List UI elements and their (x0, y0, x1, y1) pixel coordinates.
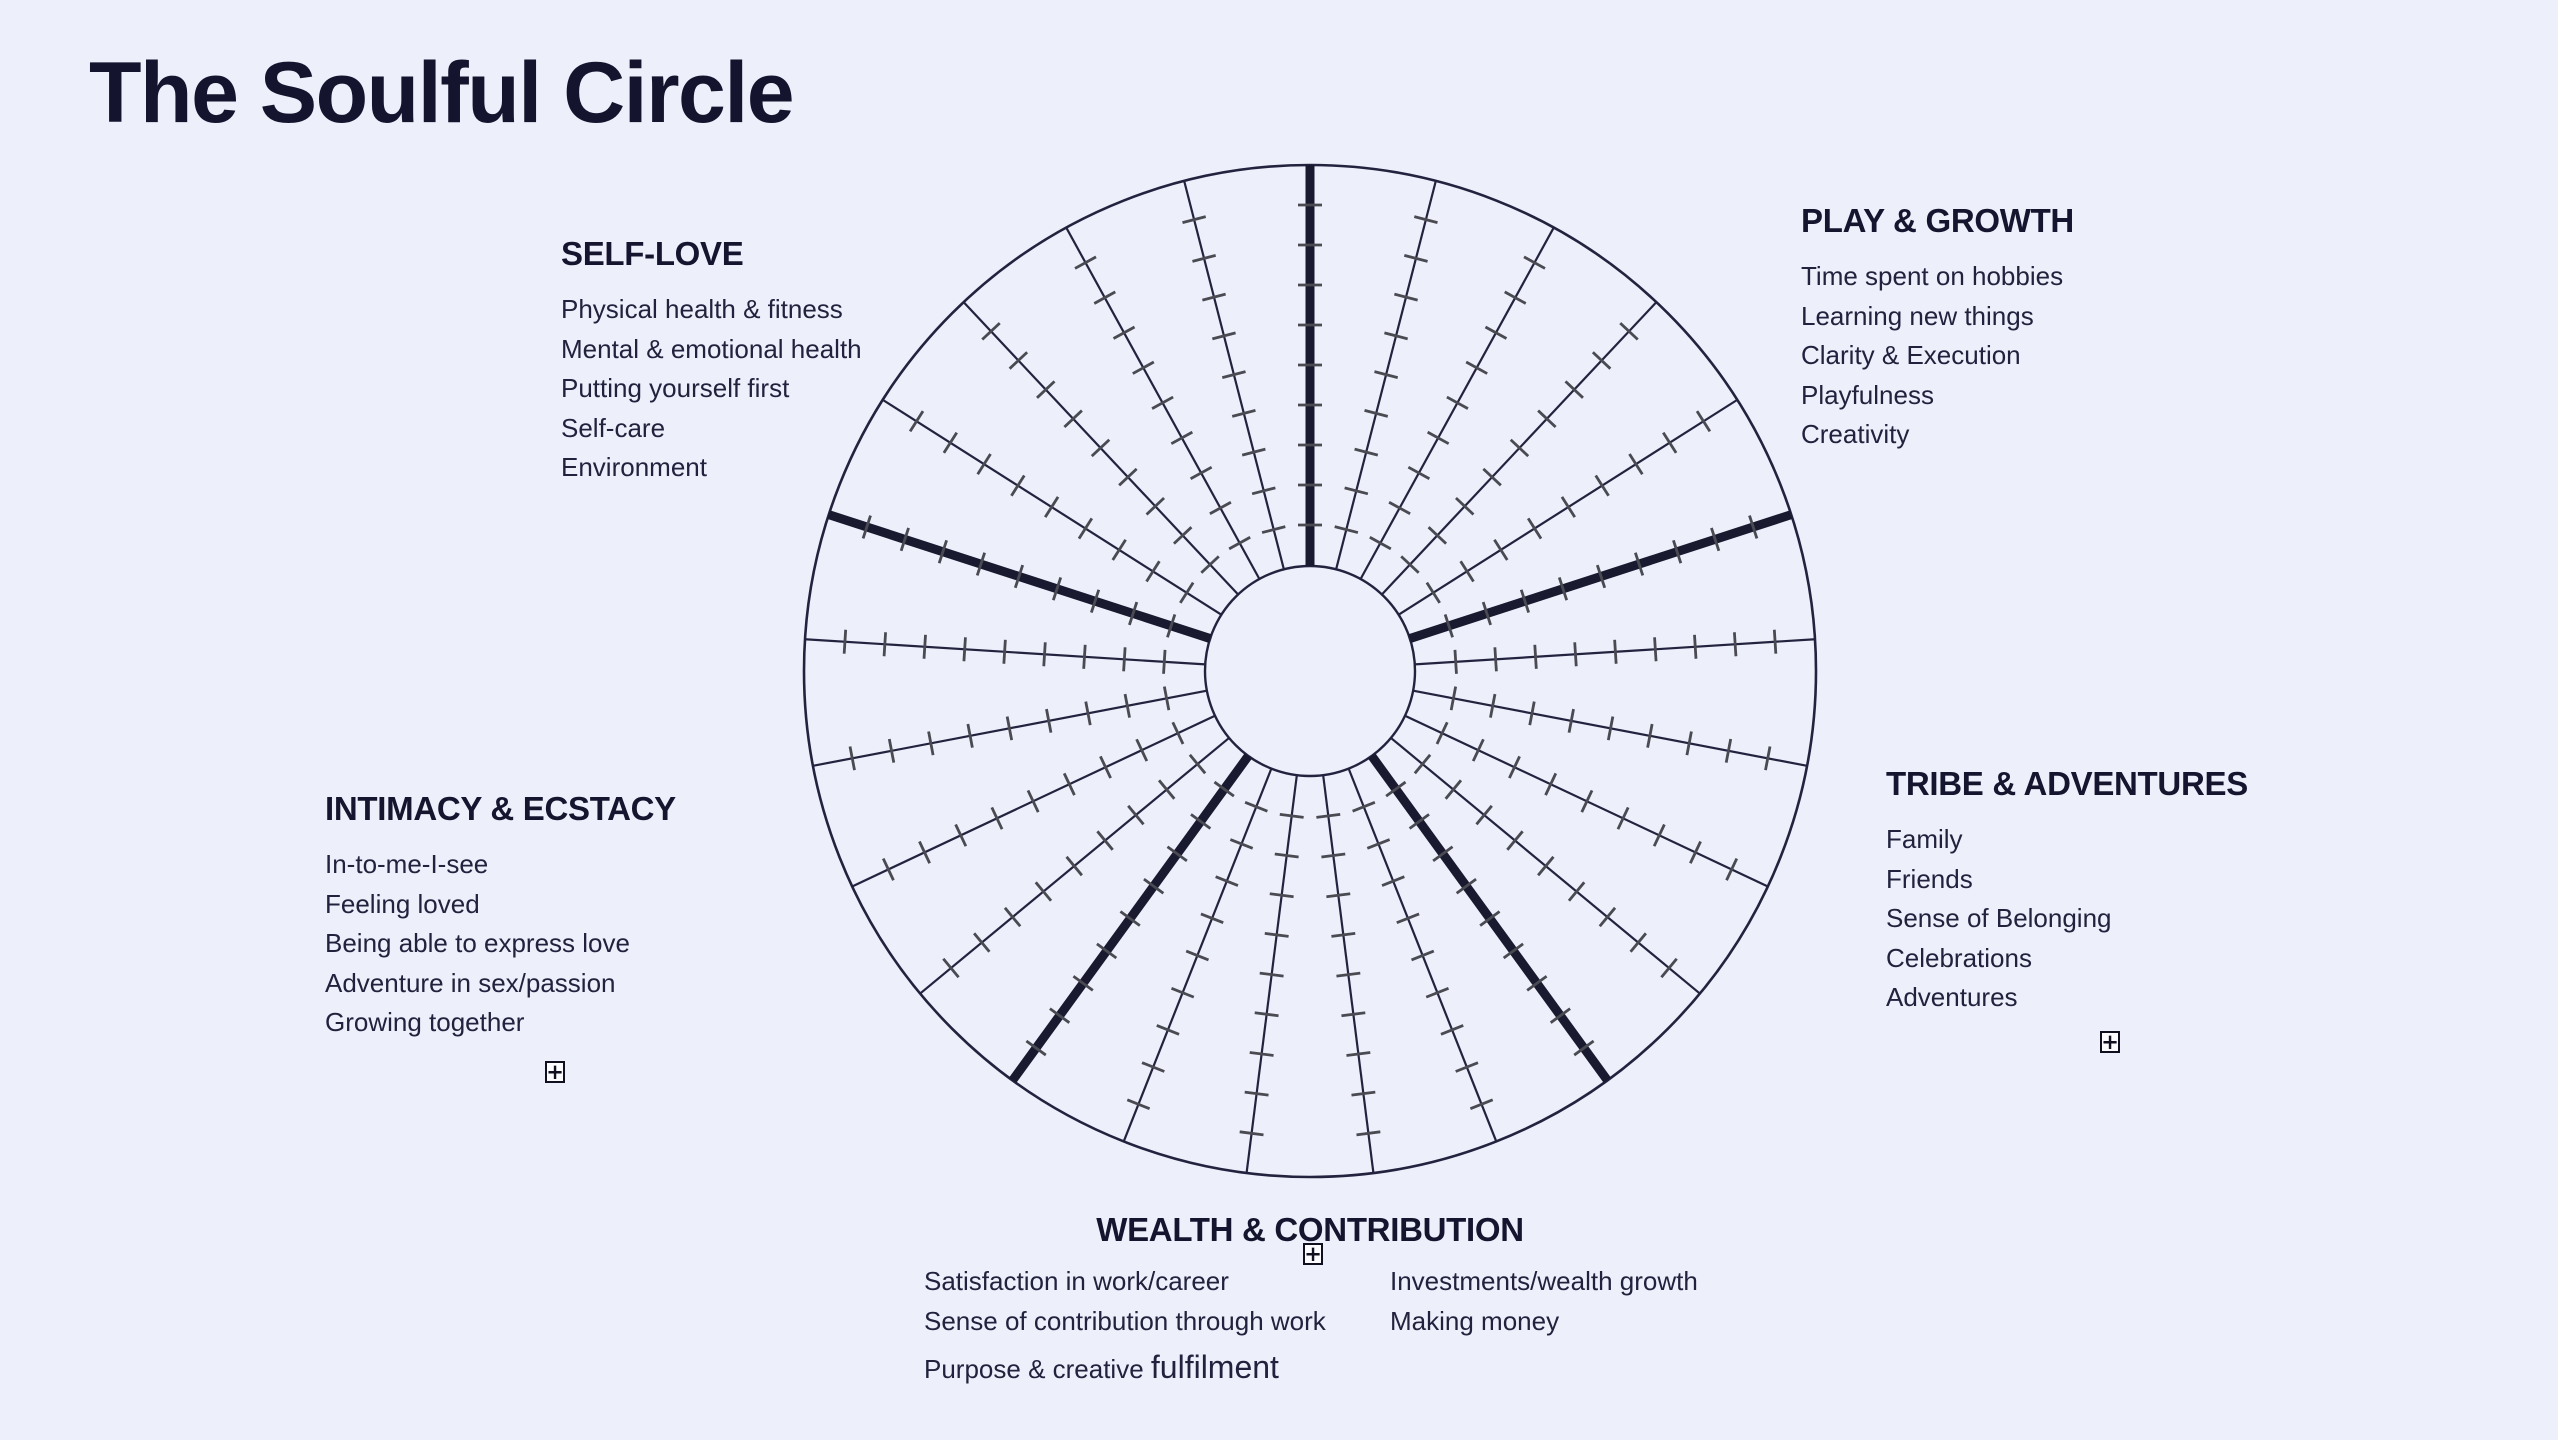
category-item: Feeling loved (325, 888, 480, 919)
category-item: In-to-me-I-see (325, 849, 489, 879)
category-item: Sense of Belonging (1886, 903, 2112, 933)
category-heading: WEALTH & CONTRIBUTION (1096, 1211, 1524, 1248)
category-item: Growing together (325, 1007, 525, 1037)
category-item: Adventure in sex/passion (325, 967, 616, 998)
category-item: Being able to express love (325, 928, 630, 958)
category-item: Making money (1390, 1305, 1560, 1336)
category-item: Family (1886, 824, 1963, 854)
category-item: Sense of contribution through work (924, 1305, 1326, 1336)
category-item-list: Satisfaction in work/career Sense of con… (924, 1262, 1326, 1341)
category-item: Playfulness (1801, 379, 1934, 410)
category-heading: TRIBE & ADVENTURES (1886, 765, 2248, 802)
add-item-button-wealth[interactable]: + (1303, 1241, 1323, 1266)
category-item-list: Family Friends Sense of Belonging Celebr… (1886, 820, 2248, 1018)
category-item: Clarity & Execution (1801, 340, 2021, 370)
category-item: Self-care (561, 412, 666, 443)
category-intimacy-ecstacy: INTIMACY & ECSTACY In-to-me-I-see Feelin… (325, 789, 676, 1043)
wealth-items-right-column: Investments/wealth growth Making money (1390, 1262, 1698, 1341)
category-item-list: In-to-me-I-see Feeling loved Being able … (325, 845, 676, 1043)
category-wealth-contribution: WEALTH & CONTRIBUTION (1096, 1210, 1524, 1250)
add-item-button-intimacy[interactable]: + (545, 1059, 565, 1084)
category-item: Purpose & creative fulfilment (924, 1348, 1326, 1390)
category-item-list: Time spent on hobbies Learning new thing… (1801, 257, 2074, 455)
category-item: Physical health & fitness (561, 294, 843, 324)
category-item: Adventures (1886, 982, 2018, 1012)
add-item-button-tribe[interactable]: + (2100, 1029, 2120, 1054)
category-item: Investments/wealth growth (1390, 1266, 1698, 1296)
page-title: The Soulful Circle (89, 45, 795, 141)
category-item: Mental & emotional health (561, 333, 862, 364)
category-item: Time spent on hobbies (1801, 261, 2064, 291)
wealth-items-left-column: Satisfaction in work/career Sense of con… (924, 1262, 1326, 1390)
category-item: Learning new things (1801, 300, 2034, 331)
purpose-prefix: Purpose & creative (924, 1354, 1151, 1384)
category-item: Friends (1886, 863, 1973, 894)
category-tribe-adventures: TRIBE & ADVENTURES Family Friends Sense … (1886, 764, 2248, 1018)
category-item: Environment (561, 452, 707, 482)
category-item: Celebrations (1886, 942, 2032, 973)
category-item-list: Physical health & fitness Mental & emoti… (561, 290, 862, 488)
category-item: Putting yourself first (561, 373, 790, 403)
category-self-love: SELF-LOVE Physical health & fitness Ment… (561, 234, 862, 488)
category-heading: PLAY & GROWTH (1801, 202, 2074, 239)
category-play-growth: PLAY & GROWTH Time spent on hobbies Lear… (1801, 201, 2074, 455)
category-heading: SELF-LOVE (561, 235, 744, 272)
category-item-list: Investments/wealth growth Making money (1390, 1262, 1698, 1341)
purpose-emphasis: fulfilment (1150, 1349, 1279, 1385)
category-item: Satisfaction in work/career (924, 1266, 1229, 1296)
category-heading: INTIMACY & ECSTACY (325, 790, 676, 827)
category-item: Creativity (1801, 419, 1910, 449)
